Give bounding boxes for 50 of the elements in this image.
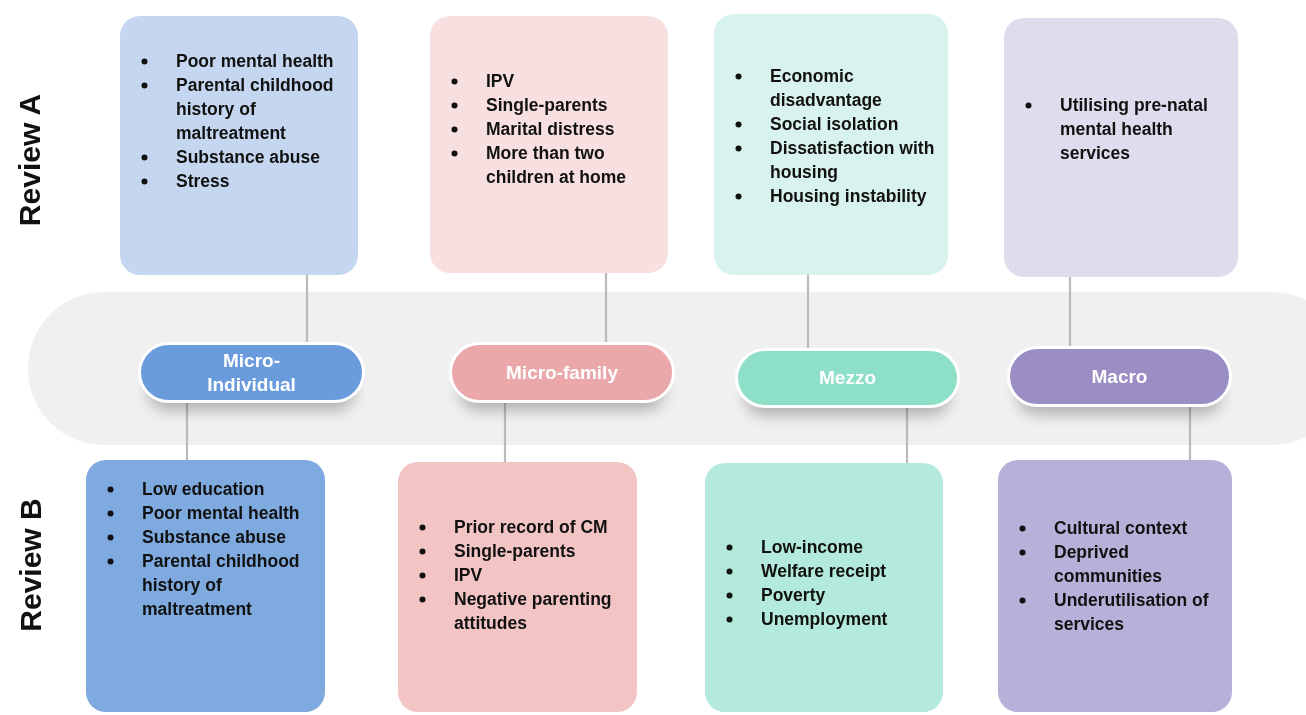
- factor-item: Dissatisfaction with housing: [734, 136, 938, 184]
- factor-item: Single-parents: [450, 93, 658, 117]
- factor-item: Unemployment: [725, 607, 933, 631]
- factor-item: IPV: [450, 69, 658, 93]
- factor-item: Single-parents: [418, 539, 627, 563]
- factor-item: IPV: [418, 563, 627, 587]
- connector-line: [185, 403, 189, 460]
- factor-item: Low-income: [725, 535, 933, 559]
- connector-line: [305, 275, 309, 342]
- connector-line: [806, 275, 810, 348]
- factor-item: Poor mental health: [106, 501, 315, 525]
- factor-item: Social isolation: [734, 112, 938, 136]
- review-label: Review A: [13, 93, 48, 227]
- factor-item: Economic disadvantage: [734, 64, 938, 112]
- factor-item: Stress: [140, 169, 348, 193]
- factor-box: [1004, 18, 1238, 277]
- connector-line: [905, 408, 909, 463]
- factor-box: [705, 463, 943, 712]
- factor-item: More than two children at home: [450, 141, 658, 189]
- factor-item: Housing instability: [734, 184, 938, 208]
- level-label: Mezzo: [819, 366, 876, 390]
- factor-box: [120, 16, 358, 275]
- connector-line: [503, 403, 507, 462]
- factor-item: Poor mental health: [140, 49, 348, 73]
- factor-item: Substance abuse: [140, 145, 348, 169]
- factor-item: Deprived communities: [1018, 540, 1222, 588]
- connector-line: [1068, 277, 1072, 346]
- level-label: Micro-family: [506, 360, 618, 385]
- factor-item: Parental childhood history of maltreatment: [140, 73, 348, 145]
- review-label: Review B: [13, 498, 48, 632]
- factor-box: [430, 16, 668, 273]
- connector-line: [604, 273, 608, 342]
- factor-item: Parental childhood history of maltreatment: [106, 549, 315, 621]
- factor-item: Prior record of CM: [418, 515, 627, 539]
- factor-item: Marital distress: [450, 117, 658, 141]
- factor-item: Poverty: [725, 583, 933, 607]
- connector-line: [1188, 407, 1192, 460]
- factor-item: Negative parenting attitudes: [418, 587, 627, 635]
- factor-item: Underutilisation of services: [1018, 588, 1222, 636]
- level-label: Micro-Individual: [206, 348, 297, 397]
- factor-item: Substance abuse: [106, 525, 315, 549]
- factor-item: Low education: [106, 477, 315, 501]
- factor-box: [86, 460, 325, 712]
- factor-item: Welfare receipt: [725, 559, 933, 583]
- factor-item: Cultural context: [1018, 516, 1222, 540]
- factor-item: Utilising pre-natal mental health services: [1024, 93, 1228, 165]
- level-label: Macro: [1091, 364, 1148, 389]
- factor-box: [998, 460, 1232, 712]
- factor-box: [714, 14, 948, 275]
- factor-box: [398, 462, 637, 712]
